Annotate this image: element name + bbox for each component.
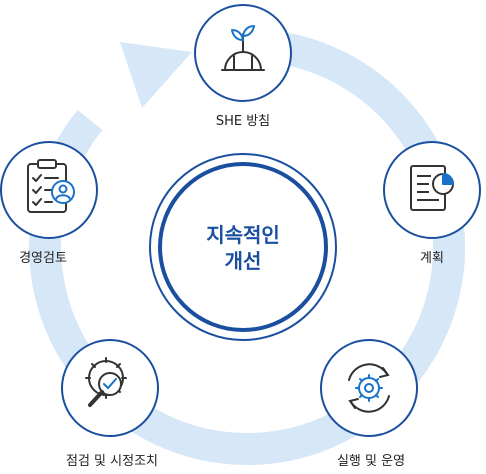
center-inner-ring: [158, 162, 328, 332]
node-label-do: 실행 및 운영: [336, 454, 406, 469]
node-circle-do: [320, 339, 418, 437]
hardhat-sprout-icon: [221, 25, 265, 71]
clipboard-person-icon: [27, 159, 75, 213]
node-label-check: 점검 및 시정조치: [66, 454, 158, 469]
center-title-line1: 지속적인: [206, 223, 280, 247]
node-circle-plan: [383, 141, 481, 239]
cycle-arrow-ring: [29, 28, 466, 465]
document-piechart-icon: [410, 165, 454, 211]
gear-cycle-icon: [348, 363, 390, 413]
node-label-she-policy: SHE 방침: [215, 114, 271, 129]
gear-magnifier-icon: [85, 357, 127, 407]
node-label-plan: 계획: [420, 251, 444, 266]
cycle-arrow-head: [120, 42, 192, 108]
center-title-line2: 개선: [224, 249, 262, 273]
node-label-review: 경영검토: [19, 251, 67, 266]
